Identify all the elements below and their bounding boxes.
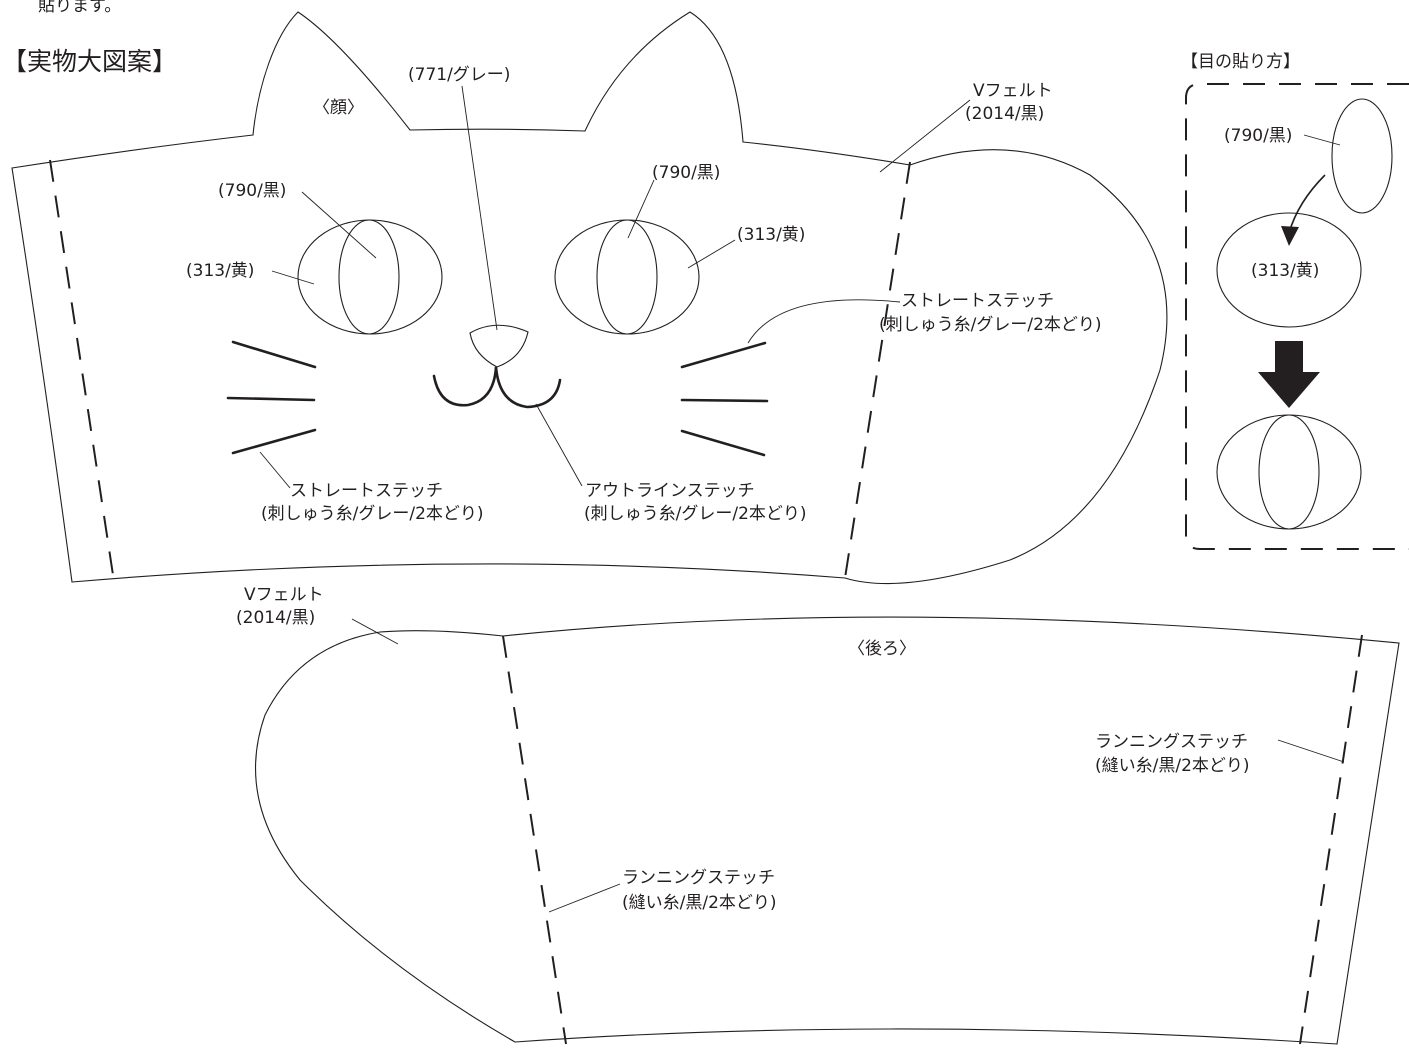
left-whisker-thread-label: (刺しゅう糸/グレー/2本どり) (261, 504, 484, 524)
leader-back-right-stitch (1277, 739, 1345, 763)
back-felt-name: Vフェルト (244, 585, 324, 605)
back-seam-left (502, 635, 567, 1045)
left-pupil-label: (790/黒) (218, 181, 286, 201)
back-left-thread-label: (縫い糸/黒/2本どり) (622, 893, 777, 913)
leader-left-eye (271, 270, 315, 285)
back-outline (255, 616, 1400, 1045)
back-left-stitch-label: ランニングステッチ (622, 868, 775, 888)
face-piece: 〈顔〉 (771/グレー) Vフェルト (2014/黒) (790/黒) (31… (11, 11, 1168, 585)
left-whisker-3 (231, 428, 317, 455)
leader-back-left-stitch (548, 883, 621, 913)
right-pupil-shape (596, 219, 658, 335)
left-whisker-stitch-label: ストレートステッチ (290, 481, 443, 501)
guide-curved-arrow (1288, 174, 1326, 234)
leader-left-whisker (259, 451, 291, 489)
eye-guide-border (1185, 83, 1409, 550)
right-whisker-1 (680, 341, 767, 369)
leader-left-pupil (301, 191, 377, 259)
left-pupil-shape (338, 219, 400, 335)
back-label: 〈後ろ〉 (848, 639, 916, 659)
nose-color-label: (771/グレー) (408, 65, 510, 85)
left-whisker-1 (231, 340, 317, 369)
face-label: 〈顔〉 (313, 98, 364, 118)
back-right-stitch-label: ランニングステッチ (1095, 732, 1248, 752)
back-piece: Vフェルト (2014/黒) 〈後ろ〉 ランニングステッチ (縫い糸/黒/2本ど… (236, 585, 1400, 1045)
right-eye-shape (554, 219, 700, 335)
back-seam-right (1299, 634, 1363, 1045)
mouth-thread-label: (刺しゅう糸/グレー/2本どり) (584, 504, 807, 524)
guide-eye-label: (313/黄) (1251, 261, 1319, 281)
face-felt-name: Vフェルト (973, 81, 1053, 101)
guide-curved-arrowhead (1281, 226, 1299, 246)
left-whisker-2 (226, 396, 316, 402)
right-eye-label: (313/黄) (737, 225, 805, 245)
back-right-thread-label: (縫い糸/黒/2本どり) (1095, 756, 1250, 776)
guide-eye-shape (1216, 212, 1362, 328)
left-eye-label: (313/黄) (186, 261, 254, 281)
guide-down-arrow (1258, 341, 1320, 408)
right-whisker-thread-label: (刺しゅう糸/グレー/2本どり) (879, 315, 1102, 335)
mouth-stitch-label: アウトラインステッチ (585, 481, 755, 501)
leader-felt-back (351, 618, 399, 645)
leader-right-whisker (747, 299, 901, 344)
top-note: 貼ります。 (38, 0, 121, 16)
leader-mouth (535, 403, 583, 487)
leader-felt-face (879, 99, 971, 173)
eye-guide-title: 【目の貼り方】 (1181, 52, 1300, 72)
guide-result-pupil (1258, 414, 1320, 530)
face-seam-left (49, 159, 114, 576)
right-whisker-2 (680, 398, 769, 403)
nose-shape (469, 324, 529, 368)
right-whisker-stitch-label: ストレートステッチ (901, 291, 1054, 311)
guide-pupil-leader (1303, 134, 1341, 146)
eye-guide: 【目の貼り方】 (790/黒) (313/黄) (1181, 52, 1409, 550)
page-title: 【実物大図案】 (2, 47, 177, 76)
face-felt-color: (2014/黒) (965, 104, 1044, 124)
guide-pupil-shape (1331, 98, 1393, 214)
face-seam-right (844, 161, 911, 579)
leader-nose (461, 85, 498, 331)
leader-right-eye (687, 239, 736, 269)
guide-pupil-label: (790/黒) (1224, 126, 1292, 146)
guide-result-eye (1216, 414, 1362, 530)
right-pupil-label: (790/黒) (652, 163, 720, 183)
left-eye-shape (297, 219, 443, 335)
right-whisker-3 (680, 429, 766, 457)
back-felt-color: (2014/黒) (236, 608, 315, 628)
mouth-stitch (432, 366, 562, 409)
leader-right-pupil (627, 179, 655, 239)
face-outline (11, 11, 1168, 585)
